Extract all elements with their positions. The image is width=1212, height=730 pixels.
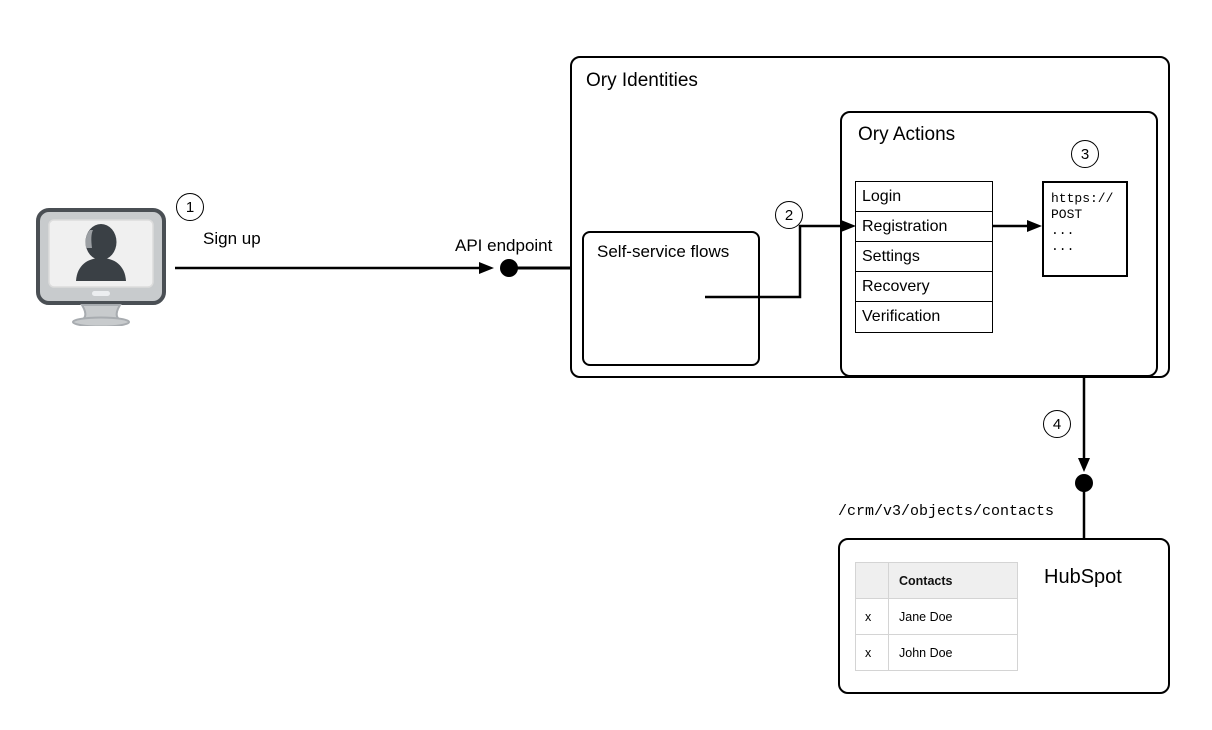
hubspot-label: HubSpot — [1044, 566, 1122, 588]
code-line-method: POST — [1051, 207, 1083, 222]
action-item-settings[interactable]: Settings — [856, 242, 992, 272]
table-cell-flag: x — [855, 634, 889, 671]
edge-label-crm-path: /crm/v3/objects/contacts — [838, 503, 1055, 520]
code-line-ellipsis-1: ... — [1051, 223, 1075, 238]
step-badge-1: 1 — [176, 193, 204, 221]
contacts-table: Contacts x Jane Doe x John Doe — [855, 562, 1018, 671]
code-line-ellipsis-2: ... — [1051, 239, 1075, 254]
table-row[interactable]: x John Doe — [855, 634, 1018, 671]
code-line-url: https:// — [1051, 191, 1114, 206]
action-item-login[interactable]: Login — [856, 182, 992, 212]
table-header-contacts: Contacts — [888, 562, 1018, 599]
action-item-verification-label: Verification — [862, 308, 941, 325]
action-item-verification[interactable]: Verification — [856, 302, 992, 332]
table-cell-flag: x — [855, 598, 889, 635]
step-badge-4: 4 — [1043, 410, 1071, 438]
step-badge-2: 2 — [775, 201, 803, 229]
ory-identities-title: Ory Identities — [586, 70, 698, 91]
action-item-registration[interactable]: Registration — [856, 212, 992, 242]
edge-label-api-endpoint: API endpoint — [455, 236, 553, 256]
edge-flows-to-registration — [705, 224, 840, 299]
ory-actions-title: Ory Actions — [858, 124, 956, 145]
self-service-flows-box: Self-service flows — [582, 231, 760, 366]
ory-actions-list: Login Registration Settings Recovery Ver… — [855, 181, 993, 333]
arrowhead-step4 — [1078, 458, 1090, 472]
step-badge-3-label: 3 — [1080, 145, 1090, 163]
arrowhead-step1 — [479, 262, 494, 274]
self-service-flows-label: Self-service flows — [597, 242, 730, 261]
table-cell-name: John Doe — [888, 634, 1018, 671]
action-item-recovery[interactable]: Recovery — [856, 272, 992, 302]
step-badge-4-label: 4 — [1052, 415, 1062, 433]
edge-label-sign-up: Sign up — [203, 229, 261, 249]
action-item-registration-label: Registration — [862, 217, 948, 235]
action-item-settings-label: Settings — [862, 247, 920, 265]
table-row[interactable]: x Jane Doe — [855, 598, 1018, 635]
action-item-login-label: Login — [862, 187, 902, 205]
table-header-flag — [855, 562, 889, 599]
arrowhead-step2 — [841, 220, 856, 232]
user-monitor-icon — [36, 208, 166, 326]
ory-identities-container: Ory Identities — [570, 56, 1170, 378]
endpoint-dot-hubspot — [1075, 474, 1093, 492]
step-badge-2-label: 2 — [784, 206, 794, 224]
step-badge-3: 3 — [1071, 140, 1099, 168]
step-badge-1-label: 1 — [185, 198, 195, 216]
table-header-row: Contacts — [855, 562, 1018, 599]
action-item-recovery-label: Recovery — [862, 277, 930, 295]
table-cell-name: Jane Doe — [888, 598, 1018, 635]
webhook-code-box: https:// POST ... ... — [1042, 181, 1128, 277]
arrowhead-step3 — [1027, 220, 1042, 232]
